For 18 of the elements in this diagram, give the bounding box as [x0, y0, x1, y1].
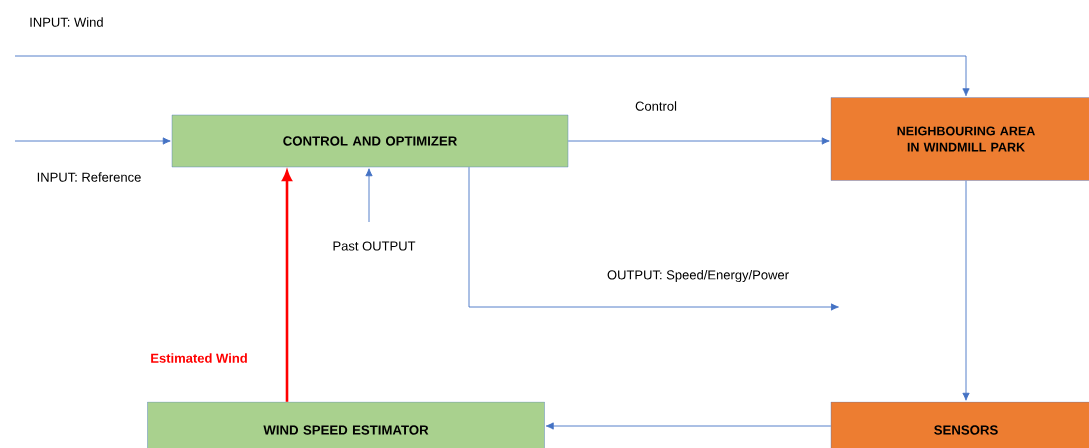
- process-box: NEIGHBOURING AREA IN WINDMILL PARK: [830, 97, 1089, 181]
- arrow: [14, 55, 970, 97]
- process-box: CONTROL AND OPTIMIZER: [171, 114, 569, 168]
- arrow: [962, 180, 970, 401]
- arrow: [365, 168, 373, 223]
- edge-label: Control: [634, 100, 678, 112]
- edge-label: OUTPUT: Speed/Energy/Power: [605, 268, 791, 284]
- arrow: [567, 137, 830, 145]
- process-box: SENSORS: [830, 401, 1089, 448]
- edge-label: INPUT: Reference: [35, 171, 143, 183]
- arrow: [468, 166, 839, 311]
- process-box: WIND SPEED ESTIMATOR: [147, 401, 545, 448]
- edge-label: INPUT: Wind: [28, 16, 105, 28]
- edge-label: Past OUTPUT: [331, 240, 417, 252]
- arrow: [14, 137, 171, 145]
- arrow: [282, 170, 292, 402]
- edge-label: Estimated Wind: [149, 352, 249, 364]
- arrow: [545, 422, 832, 430]
